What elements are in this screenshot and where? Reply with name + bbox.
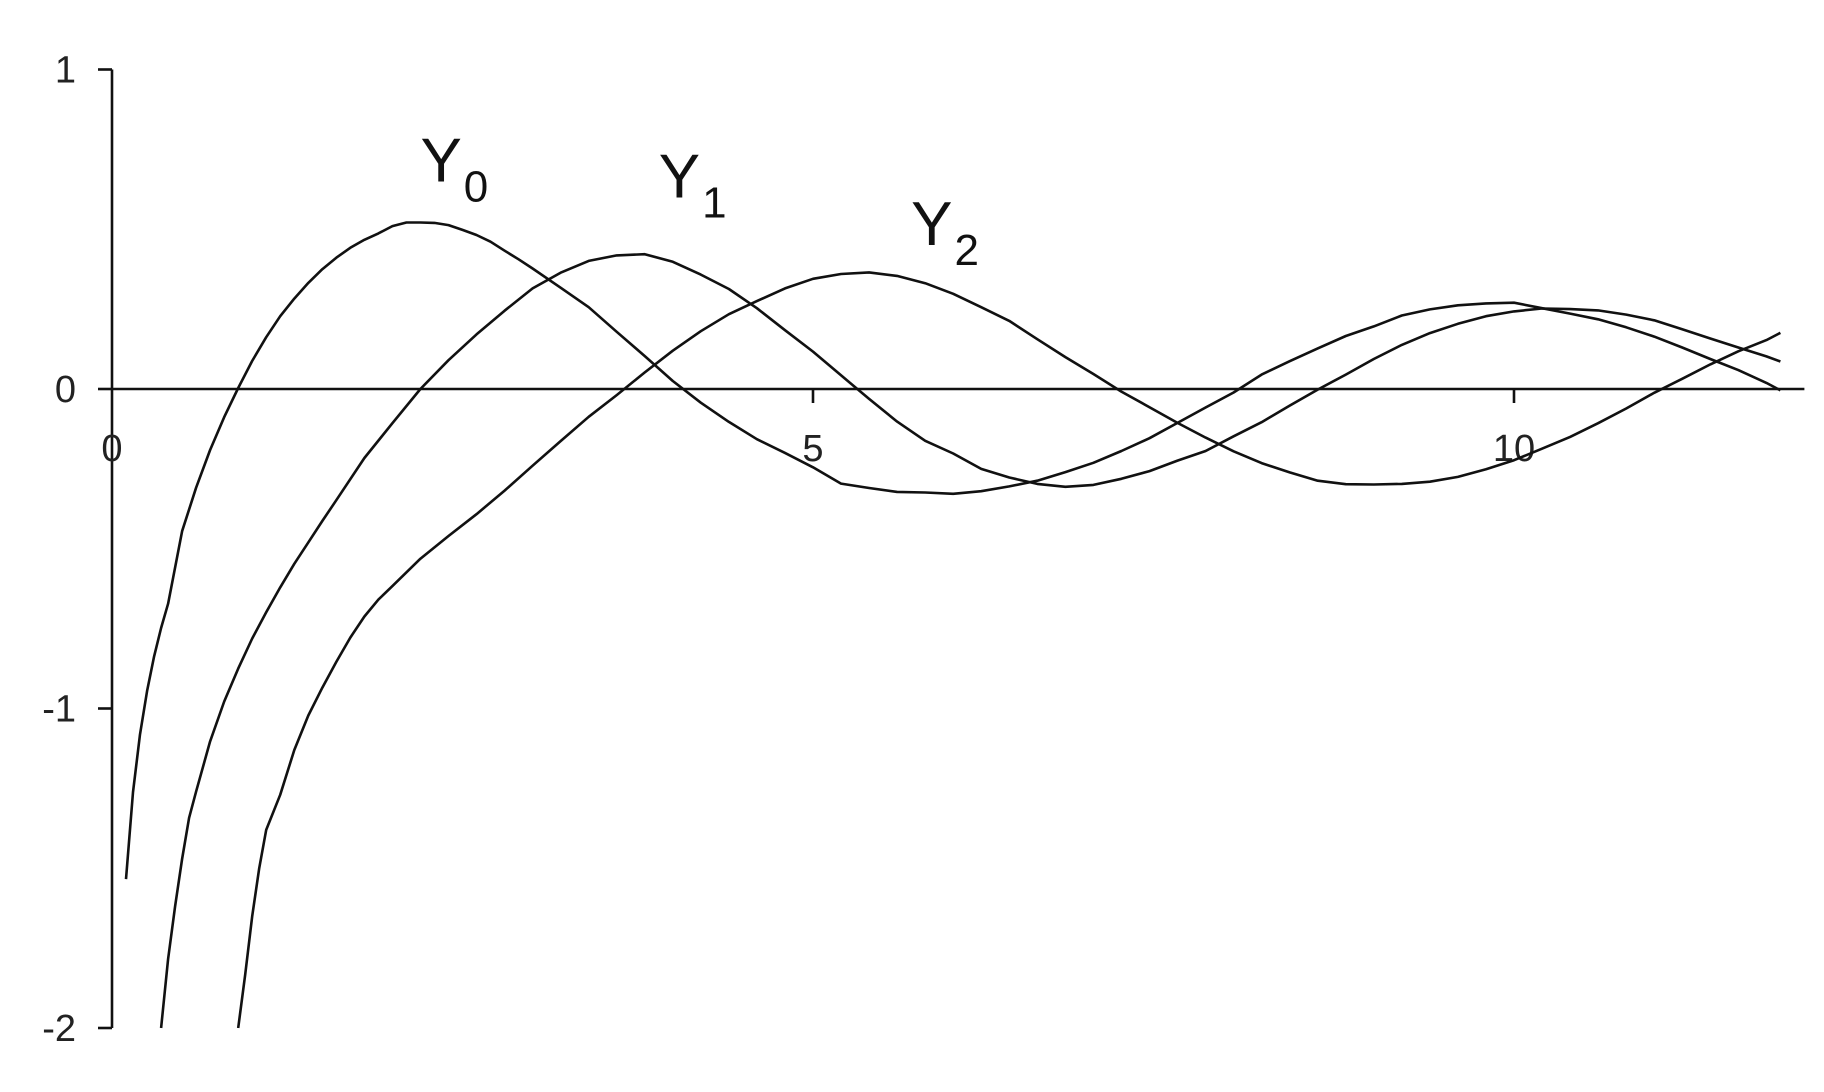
y-tick-label: 1	[55, 50, 76, 92]
series-label-base: Y	[420, 126, 461, 195]
series-label-base: Y	[911, 190, 952, 259]
series-line-y2	[236, 271, 1782, 1029]
series-label-y1: Y1	[659, 142, 727, 227]
series-group	[124, 221, 1782, 1029]
series-label-subscript: 0	[464, 162, 488, 211]
x-tick-label: 5	[802, 428, 823, 470]
x-tick-label: 10	[1493, 428, 1535, 470]
series-label-subscript: 1	[702, 178, 726, 227]
axes	[110, 69, 1805, 1028]
y-tick-label: -2	[42, 1008, 76, 1050]
series-label-y0: Y0	[420, 126, 488, 211]
series-label-base: Y	[659, 142, 700, 211]
series-line-y0	[124, 221, 1782, 880]
series-label-y2: Y2	[911, 190, 979, 275]
series-line-y1	[159, 252, 1781, 1029]
y-tick-label: -1	[42, 689, 76, 731]
y-tick-label: 0	[55, 369, 76, 411]
x-tick-label: 0	[101, 428, 122, 470]
series-label-subscript: 2	[954, 226, 978, 275]
